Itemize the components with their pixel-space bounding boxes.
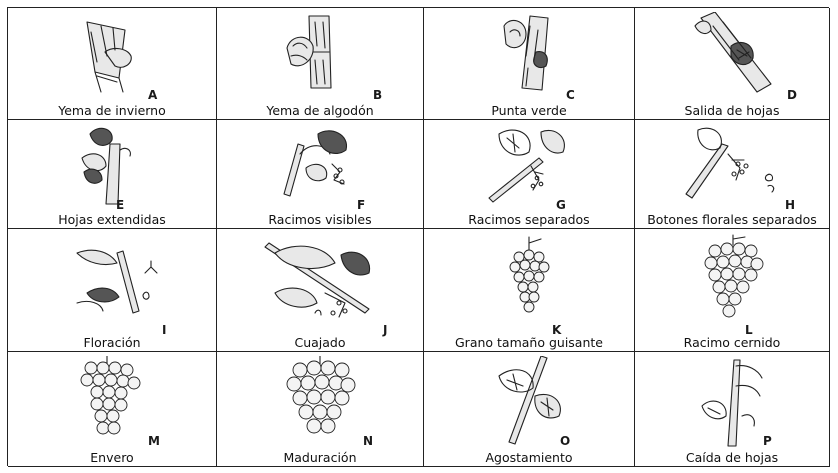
green-tip-drawing: [474, 12, 584, 94]
stage-label: Yema de algodón: [217, 103, 423, 118]
stage-label: Punta verde: [424, 103, 634, 118]
stage-cell-c: C Punta verde: [424, 8, 635, 120]
stage-letter: G: [556, 198, 566, 212]
stage-label: Floración: [8, 335, 216, 350]
stage-letter: F: [357, 198, 365, 212]
stage-label: Hojas extendidas: [8, 212, 216, 227]
stage-letter: M: [148, 434, 160, 448]
stage-cell-n: N Maduración: [217, 352, 424, 467]
stage-label: Racimo cernido: [635, 335, 829, 350]
separated-clusters-drawing: [469, 124, 589, 206]
stage-label: Agostamiento: [424, 450, 634, 465]
stage-cell-g: G Racimos separados: [424, 120, 635, 229]
stage-letter: P: [763, 434, 772, 448]
leaves-spread-drawing: [62, 124, 162, 206]
stage-cell-e: E Hojas extendidas: [8, 120, 217, 229]
fruit-set-drawing: [255, 233, 385, 329]
veraison-cluster-drawing: [67, 356, 157, 448]
separated-flower-buds-drawing: [662, 124, 802, 206]
stage-letter: D: [787, 88, 797, 102]
stage-cell-a: A Yema de invierno: [8, 8, 217, 120]
ripening-cluster-drawing: [270, 356, 370, 448]
set-cluster-drawing: [687, 233, 777, 329]
stage-letter: A: [148, 88, 157, 102]
stage-label: Racimos separados: [424, 212, 634, 227]
stage-label: Yema de invierno: [8, 103, 216, 118]
winter-bud-drawing: [57, 12, 167, 94]
stage-cell-k: K Grano tamaño guisante: [424, 229, 635, 352]
stage-cell-h: H Botones florales separados: [635, 120, 830, 229]
stage-label: Cuajado: [217, 335, 423, 350]
stage-label: Maduración: [217, 450, 423, 465]
leaf-emergence-drawing: [677, 12, 787, 94]
flowering-drawing: [47, 233, 177, 329]
stage-cell-j: J Cuajado: [217, 229, 424, 352]
stage-cell-b: B Yema de algodón: [217, 8, 424, 120]
stage-cell-l: L Racimo cernido: [635, 229, 830, 352]
stage-letter: B: [373, 88, 382, 102]
stage-label: Envero: [8, 450, 216, 465]
stage-cell-d: D Salida de hojas: [635, 8, 830, 120]
stage-letter: N: [363, 434, 373, 448]
stage-label: Salida de hojas: [635, 103, 829, 118]
stage-cell-f: F Racimos visibles: [217, 120, 424, 229]
stage-letter: H: [785, 198, 795, 212]
stage-cell-o: O Agostamiento: [424, 352, 635, 467]
visible-clusters-drawing: [260, 124, 380, 206]
stage-cell-m: M Envero: [8, 352, 217, 467]
stage-letter: O: [560, 434, 570, 448]
stage-cell-p: P Caída de hojas: [635, 352, 830, 467]
stage-label: Botones florales separados: [635, 212, 829, 227]
stage-letter: C: [566, 88, 575, 102]
cotton-bud-drawing: [265, 12, 375, 94]
stage-label: Caída de hojas: [635, 450, 829, 465]
stage-label: Grano tamaño guisante: [424, 335, 634, 350]
stage-cell-i: I Floración: [8, 229, 217, 352]
phenology-grid: A Yema de invierno B Yema de algodón C P…: [7, 7, 829, 466]
stage-label: Racimos visibles: [217, 212, 423, 227]
pea-size-cluster-drawing: [489, 233, 569, 329]
stage-letter: E: [116, 198, 124, 212]
